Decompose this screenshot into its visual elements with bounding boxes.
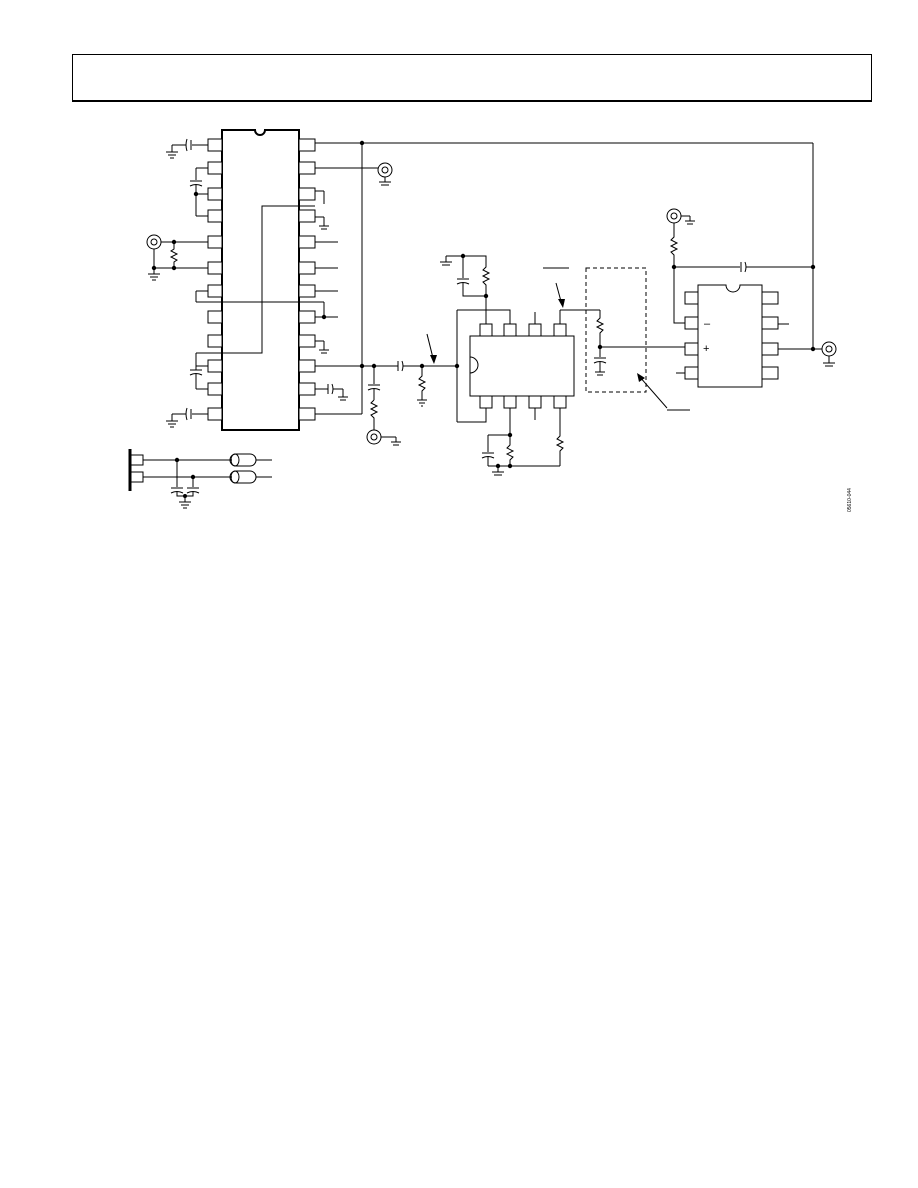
main-ic-pin-left <box>207 382 223 396</box>
main-ic-pin-left <box>207 209 223 223</box>
middle-ic-pin-top <box>503 323 517 337</box>
power-connector <box>128 449 272 509</box>
main-ic-pin-right <box>298 382 316 396</box>
main-ic-pin-right <box>298 161 316 175</box>
internal-crossing-wires <box>208 205 315 354</box>
middle-ic-8pin <box>440 253 600 476</box>
middle-ic-pin-top <box>528 323 542 337</box>
main-ic-pin-left <box>207 187 223 201</box>
main-ic-pin-right <box>298 235 316 249</box>
middle-ic-pins <box>479 323 567 409</box>
main-ic-pin-left <box>207 334 223 348</box>
opamp-pin-left <box>684 291 699 305</box>
main-ic-pin-right <box>298 310 316 324</box>
middle-ic-pin-bottom <box>503 395 517 409</box>
figure-id: 05610-044 <box>847 488 853 512</box>
main-ic-pin-right <box>298 209 316 223</box>
middle-ic-pin-top <box>553 323 567 337</box>
pin7-loop <box>195 290 324 303</box>
main-ic-pin-right <box>298 334 316 348</box>
middle-ic-pin-top <box>479 323 493 337</box>
middle-ic-pin-bottom <box>553 395 567 409</box>
opamp-ic-8pin: – + <box>666 143 837 388</box>
page-header-box <box>72 54 872 102</box>
cap-pin14-ground <box>166 407 208 428</box>
main-ic-pin-right <box>298 138 316 152</box>
main-ic-pin-right <box>298 284 316 298</box>
opamp-pin-right <box>761 291 779 305</box>
main-ic-pin-left <box>207 310 223 324</box>
main-ic-pin-right <box>298 261 316 275</box>
main-ic-28pin <box>207 129 316 431</box>
opamp-pin-right <box>761 366 779 380</box>
coupling-cap-and-pulldown <box>397 333 460 407</box>
cap-pins-11-12 <box>189 352 208 390</box>
main-ic-pin-left <box>207 359 223 373</box>
main-ic-pin-left <box>207 138 223 152</box>
cap-pins-2-4 <box>189 167 208 217</box>
main-ic-pin-right <box>298 187 316 201</box>
opamp-pins <box>684 291 779 380</box>
opamp-pin-right <box>761 342 779 356</box>
main-ic-pin-right <box>298 359 316 373</box>
opamp-pin-left <box>684 316 699 330</box>
main-ic-pin-left <box>207 284 223 298</box>
cap-pin1-ground <box>166 138 208 159</box>
main-ic-left-pins <box>207 138 223 421</box>
output-connector-top <box>377 162 393 186</box>
main-ic-right-pins <box>298 138 316 421</box>
middle-ic-pin-bottom <box>528 395 542 409</box>
opamp-pin-left <box>684 366 699 380</box>
opamp-noninverting-label: + <box>703 343 709 355</box>
main-ic-pin-left <box>207 161 223 175</box>
opamp-pin-left <box>684 342 699 356</box>
main-ic-pin-right <box>298 407 316 421</box>
left-input-connector <box>146 234 208 281</box>
middle-ic-pin-bottom <box>479 395 493 409</box>
main-ic-pin-left <box>207 407 223 421</box>
output-filter-block <box>585 267 690 411</box>
opamp-pin-right <box>761 316 779 330</box>
bottom-rc-connector <box>366 366 401 446</box>
main-ic-pin-left <box>207 261 223 275</box>
opamp-inverting-label: – <box>704 318 711 330</box>
main-ic-pin-left <box>207 235 223 249</box>
